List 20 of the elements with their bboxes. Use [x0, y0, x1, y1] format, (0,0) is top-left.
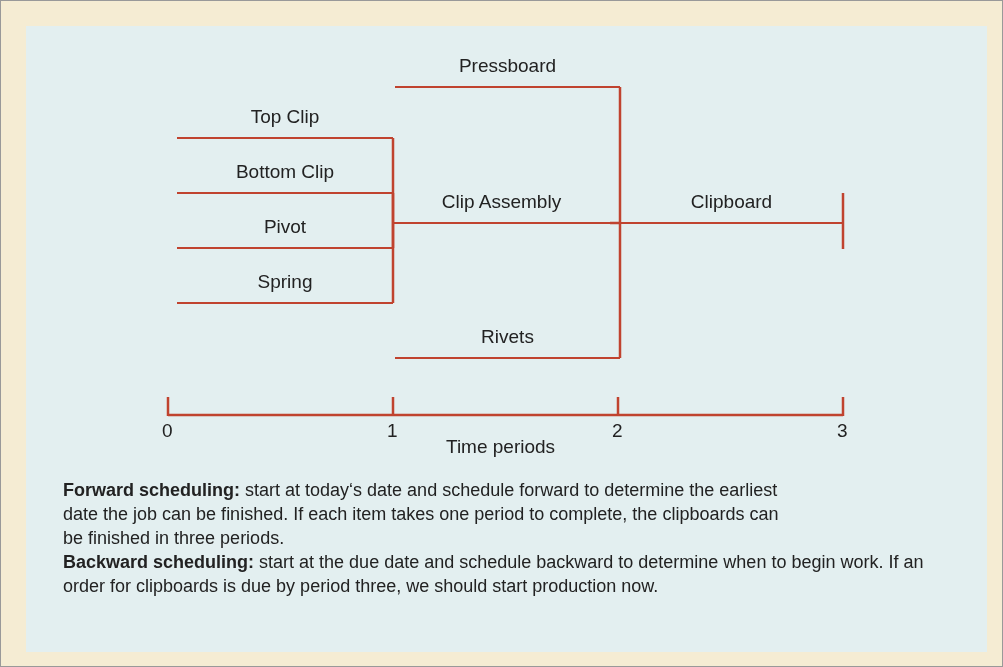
connector-line: [618, 87, 622, 223]
tick-label: 1: [387, 420, 398, 442]
axis-title: Time periods: [446, 436, 556, 458]
component-bar: Pressboard: [395, 55, 620, 88]
component-bar: Clipboard: [620, 191, 843, 224]
tick-label: 3: [837, 420, 848, 442]
component-bar: Bottom Clip: [177, 161, 393, 194]
component-bar: Top Clip: [177, 106, 393, 139]
connector-line: [391, 193, 395, 223]
tick-label: 2: [612, 420, 623, 442]
component-bar: Pivot: [177, 216, 393, 249]
connector-line: [391, 223, 395, 303]
note-paragraph: Forward scheduling: start at today‘s date and schedule forward to determine the earliest date the job can be finished. If each item takes one period to complete, the clipboards can be finished in three periods.: [63, 479, 780, 550]
note-paragraph: Backward scheduling: start at the due date and schedule backward to determine when to begin work. If an order for clipboards is due by period three, we should start production now.: [63, 551, 925, 598]
component-bar: Clip Assembly: [393, 191, 610, 224]
component-bar: Spring: [177, 271, 393, 304]
connector-line: [618, 223, 622, 358]
tick-label: 0: [162, 420, 173, 442]
component-bar: Rivets: [395, 326, 620, 359]
connector-line: [610, 221, 620, 225]
